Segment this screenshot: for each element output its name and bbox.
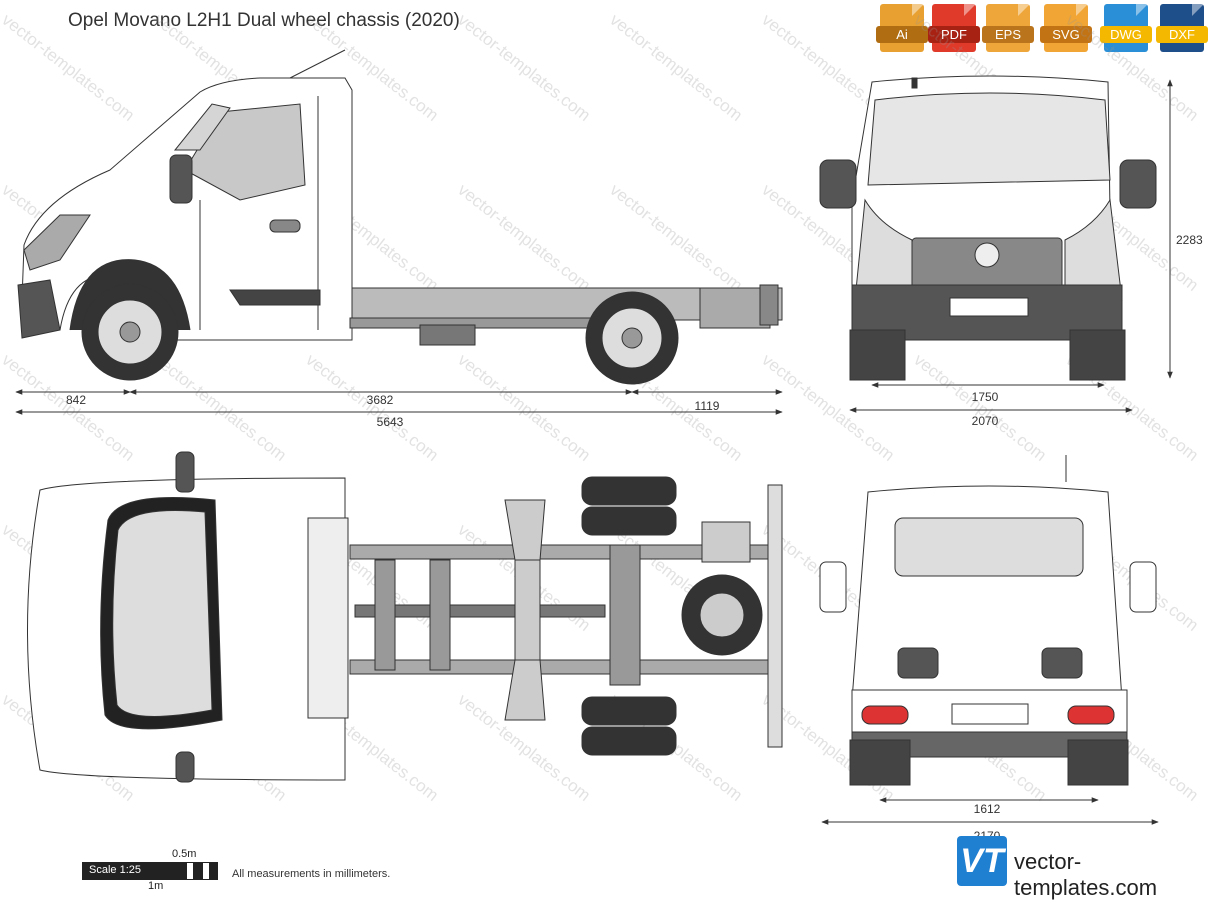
format-eps-icon[interactable]: EPS xyxy=(982,4,1034,52)
top-view xyxy=(27,451,783,783)
dim-front-overhang: 842 xyxy=(66,393,86,407)
format-dwg-icon[interactable]: DWG xyxy=(1100,4,1152,52)
dim-wheelbase: 3682 xyxy=(367,393,394,407)
dim-rear-overhang: 1119 xyxy=(695,399,720,413)
front-dimensions xyxy=(849,79,1173,413)
dim-height: 2283 xyxy=(1176,233,1203,247)
format-label: EPS xyxy=(982,26,1034,43)
scale-label: Scale 1:25 xyxy=(89,864,141,876)
format-ai-icon[interactable]: Ai xyxy=(876,4,928,52)
format-label: Ai xyxy=(876,26,928,43)
dim-overall-length: 5643 xyxy=(377,415,404,429)
front-view xyxy=(819,75,1157,381)
format-pdf-icon[interactable]: PDF xyxy=(928,4,980,52)
page-title: Opel Movano L2H1 Dual wheel chassis (202… xyxy=(68,10,460,31)
measurement-note: All measurements in millimeters. xyxy=(232,868,391,880)
rear-dimensions xyxy=(821,797,1159,825)
vt-logo-icon: VT xyxy=(957,836,1007,886)
site-name[interactable]: vector-templates.com xyxy=(1014,849,1158,900)
scale-half-label: 0.5m xyxy=(172,848,197,860)
format-label: PDF xyxy=(928,26,980,43)
format-dxf-icon[interactable]: DXF xyxy=(1156,4,1208,52)
dim-rear-track: 1612 xyxy=(974,802,1001,816)
dim-front-track: 1750 xyxy=(972,390,999,404)
dim-overall-width: 2070 xyxy=(972,414,999,428)
format-label: SVG xyxy=(1040,26,1092,43)
format-label: DXF xyxy=(1156,26,1208,43)
scale-bar xyxy=(82,862,218,880)
rear-view xyxy=(819,455,1157,786)
format-svg-icon[interactable]: SVG xyxy=(1040,4,1092,52)
side-view xyxy=(17,49,783,385)
scale-full-label: 1m xyxy=(148,880,164,892)
side-dimensions xyxy=(15,389,783,415)
format-label: DWG xyxy=(1100,26,1152,43)
